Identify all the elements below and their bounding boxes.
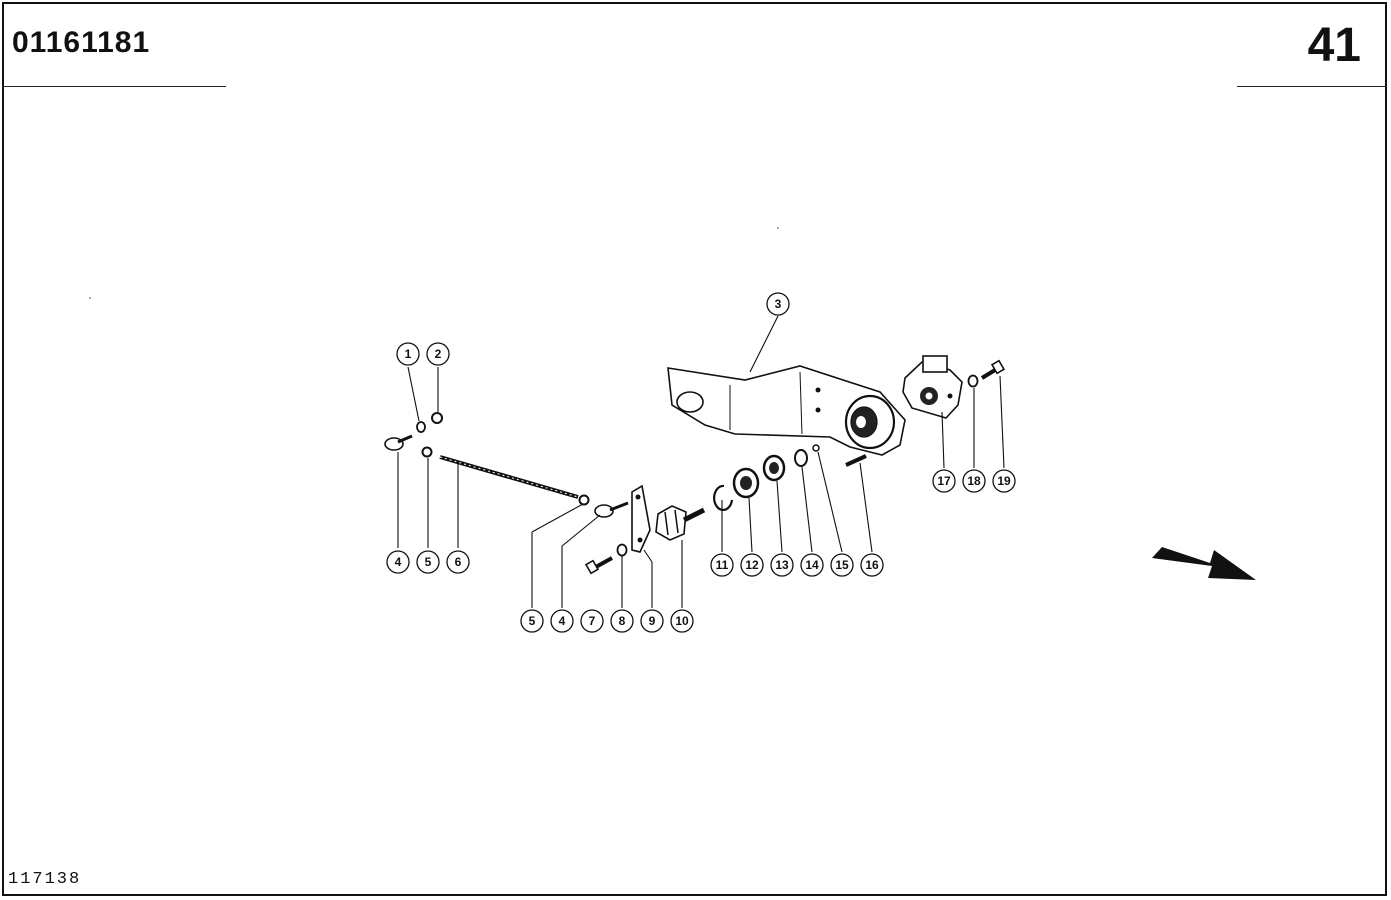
page-number: 41 — [1307, 19, 1361, 72]
callout-18: 18 — [962, 469, 986, 493]
callout-1: 1 — [396, 342, 420, 366]
callout-7: 7 — [580, 609, 604, 633]
ball-joint-4-right-part — [594, 501, 629, 518]
callout-4-left: 4 — [386, 550, 410, 574]
svg-text:3: 3 — [775, 297, 782, 311]
plate-9-part — [631, 484, 651, 553]
svg-text:11: 11 — [716, 558, 729, 572]
svg-text:5: 5 — [529, 614, 536, 628]
svg-text:2: 2 — [435, 347, 442, 361]
circlip-11-part — [713, 484, 734, 512]
pin-16-part — [845, 454, 867, 467]
callout-15: 15 — [830, 553, 854, 577]
callout-4-right: 4 — [550, 609, 574, 633]
arrow-right-down-icon — [1152, 547, 1256, 580]
callout-5-right: 5 — [520, 609, 544, 633]
header-rule-left — [2, 86, 226, 87]
nut-2-part — [431, 412, 443, 424]
svg-text:18: 18 — [967, 474, 981, 488]
bearing-block-part — [902, 355, 963, 419]
callout-6: 6 — [446, 550, 470, 574]
bearing-12-part — [732, 467, 760, 499]
drawing-reference: 117138 — [8, 870, 82, 889]
screw-19-part — [980, 359, 1006, 380]
nut-5-left-part — [421, 446, 433, 458]
ball-joint-4-left-part — [384, 434, 413, 451]
lever-hub-10-part — [655, 505, 706, 541]
svg-text:15: 15 — [835, 558, 849, 572]
leader-lines — [397, 315, 1005, 608]
nut-5-right-part — [578, 494, 590, 506]
threaded-rod-6-part — [439, 455, 579, 499]
callout-5-left: 5 — [416, 550, 440, 574]
callout-11: 11 — [710, 553, 734, 577]
callout-12: 12 — [740, 553, 764, 577]
callout-8: 8 — [610, 609, 634, 633]
svg-text:4: 4 — [395, 555, 402, 569]
svg-text:14: 14 — [805, 558, 819, 572]
callout-17: 17 — [932, 469, 956, 493]
svg-text:12: 12 — [745, 558, 759, 572]
callout-19: 19 — [992, 469, 1016, 493]
screw-7-part — [584, 556, 613, 575]
washer-18-part — [967, 374, 979, 388]
header-rule-right — [1237, 86, 1387, 87]
scan-speck — [777, 227, 779, 229]
svg-text:19: 19 — [997, 474, 1011, 488]
bearing-13-part — [762, 454, 786, 482]
document-number: 01161181 — [12, 26, 151, 59]
svg-text:10: 10 — [675, 614, 689, 628]
svg-text:5: 5 — [425, 555, 432, 569]
washer-1-part — [416, 421, 426, 433]
ring-15-part — [812, 444, 820, 452]
svg-text:13: 13 — [775, 558, 789, 572]
svg-text:16: 16 — [865, 558, 879, 572]
callout-14: 14 — [800, 553, 824, 577]
callout-16: 16 — [860, 553, 884, 577]
bracket-arm-part — [667, 365, 906, 456]
svg-text:7: 7 — [589, 614, 596, 628]
callout-13: 13 — [770, 553, 794, 577]
svg-text:1: 1 — [405, 347, 412, 361]
svg-text:4: 4 — [559, 614, 566, 628]
callout-9: 9 — [640, 609, 664, 633]
callout-2: 2 — [426, 342, 450, 366]
callout-3: 3 — [766, 292, 790, 316]
scan-speck — [89, 297, 91, 299]
svg-text:8: 8 — [619, 614, 626, 628]
svg-text:6: 6 — [455, 555, 462, 569]
callout-10: 10 — [670, 609, 694, 633]
washer-14-part — [794, 449, 808, 467]
svg-text:9: 9 — [649, 614, 656, 628]
svg-text:17: 17 — [937, 474, 951, 488]
washer-8-part — [616, 543, 628, 557]
